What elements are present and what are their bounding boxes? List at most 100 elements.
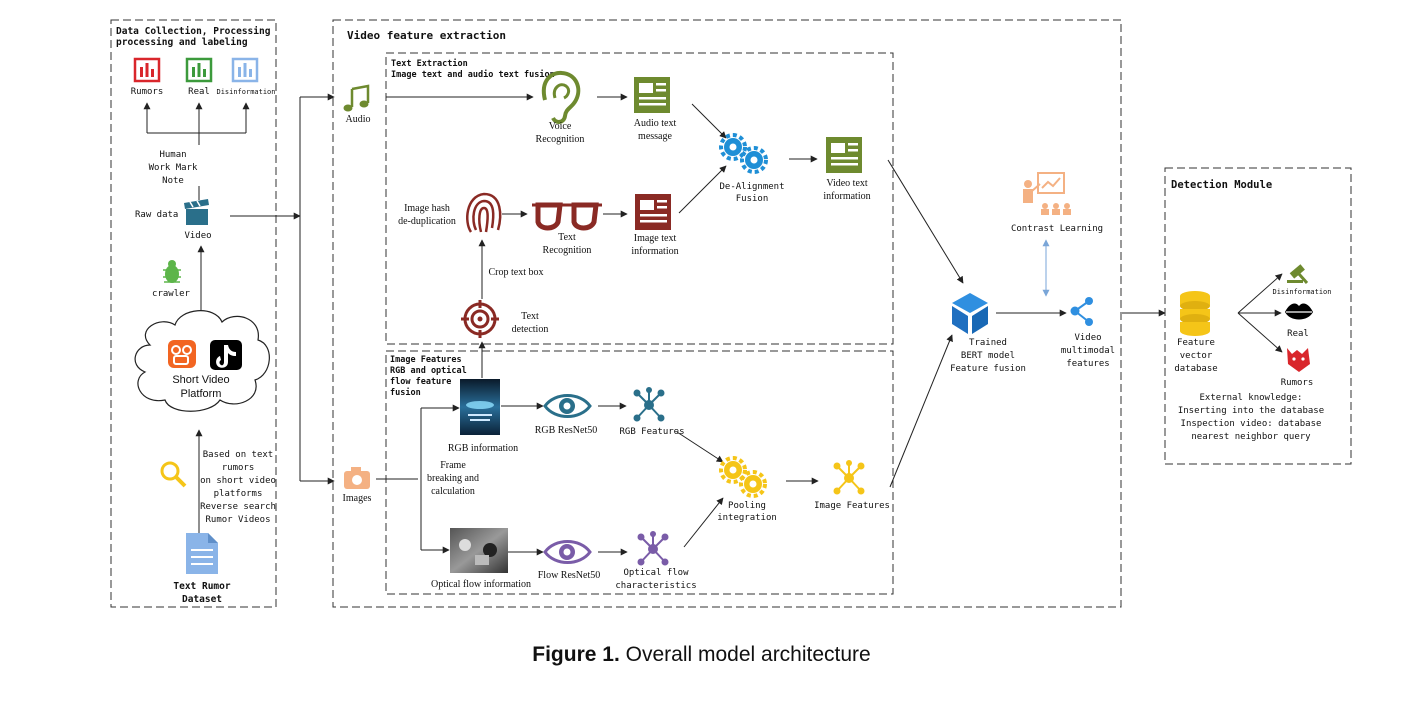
voice-recognition-1: Voice bbox=[549, 121, 572, 132]
rgb-features-network-icon bbox=[633, 387, 665, 422]
data-collection-title-1: Data Collection, Processing bbox=[116, 26, 271, 37]
bert-label-3: Feature fusion bbox=[950, 364, 1026, 374]
audiotext-to-fusion-arrow bbox=[691, 103, 727, 139]
platform-label-2: Platform bbox=[181, 388, 222, 400]
rumors-label: Rumors bbox=[131, 87, 164, 97]
share-nodes-icon bbox=[1070, 297, 1093, 326]
data-collection-box bbox=[110, 19, 277, 608]
rgbfeat-to-pooling-arrow bbox=[676, 431, 724, 463]
optical-flow-char-1: Optical flow bbox=[623, 568, 689, 578]
text-extraction-box bbox=[385, 52, 894, 345]
contrast-learning-label: Contrast Learning bbox=[1011, 224, 1103, 234]
de-alignment-2: Fusion bbox=[736, 194, 769, 204]
video-clapper-icon bbox=[184, 199, 209, 225]
search-desc-2: rumors bbox=[222, 463, 255, 473]
audio-text-newspaper-icon bbox=[634, 77, 670, 113]
target-crosshair-icon bbox=[461, 300, 499, 338]
text-extraction-title-1: Text Extraction bbox=[391, 58, 468, 69]
raw-data-label: Raw data bbox=[135, 210, 178, 220]
crawler-bug-icon bbox=[163, 260, 181, 283]
multimodal-label-2: multimodal bbox=[1061, 346, 1115, 356]
optical-flow-info: Optical flow information bbox=[431, 579, 531, 590]
external-1: External knowledge: bbox=[1200, 393, 1303, 403]
search-desc-1: Based on text bbox=[203, 450, 273, 460]
flowchar-to-pooling-arrow bbox=[683, 497, 724, 548]
search-desc-3: on short video bbox=[200, 476, 276, 486]
de-alignment-1: De-Alignment bbox=[719, 182, 784, 192]
bert-label-1: Trained bbox=[969, 338, 1007, 348]
feature-db-3: database bbox=[1174, 364, 1217, 374]
teacher-presentation-icon bbox=[1023, 172, 1071, 215]
gavel-icon bbox=[1287, 264, 1309, 284]
glasses-icon bbox=[532, 202, 602, 231]
image-features-title-4: fusion bbox=[390, 387, 421, 398]
human-work-1: Human bbox=[159, 150, 186, 160]
human-work-2: Work Mark bbox=[149, 163, 198, 173]
dataset-label-1: Text Rumor bbox=[173, 581, 230, 592]
videotext-to-bert-arrow bbox=[887, 159, 964, 284]
video-label: Video bbox=[184, 231, 211, 241]
multimodal-label-1: Video bbox=[1074, 333, 1101, 343]
text-detection-2: detection bbox=[512, 324, 549, 335]
kuaishou-logo-icon bbox=[168, 340, 196, 368]
image-text-info-1: Image text bbox=[634, 233, 677, 244]
rgb-frame-thumbnail bbox=[460, 379, 500, 435]
multimodal-label-3: features bbox=[1066, 359, 1109, 369]
audio-text-message-1: Audio text bbox=[634, 118, 677, 129]
flow-eye-icon bbox=[543, 540, 592, 564]
db-to-rumors-arrow bbox=[1237, 312, 1283, 353]
rumors-chart-icon bbox=[133, 57, 161, 83]
external-3: Inspection video: database bbox=[1181, 419, 1322, 429]
optical-flow-char-2: characteristics bbox=[615, 581, 696, 591]
text-recognition-2: Recognition bbox=[543, 245, 592, 256]
platform-label-1: Short Video bbox=[172, 374, 229, 386]
output-rumors: Rumors bbox=[1281, 378, 1314, 388]
external-4: nearest neighbor query bbox=[1191, 432, 1311, 442]
video-feature-title: Video feature extraction bbox=[347, 29, 506, 42]
crawler-label: crawler bbox=[152, 289, 191, 299]
image-text-newspaper-icon bbox=[635, 194, 671, 230]
optical-flow-thumbnail bbox=[450, 528, 508, 573]
rgb-features: RGB Features bbox=[619, 427, 684, 437]
document-icon bbox=[186, 533, 218, 574]
external-2: Inserting into the database bbox=[1178, 406, 1324, 416]
output-disinformation: Disinformation bbox=[1272, 288, 1331, 296]
image-features-box bbox=[385, 350, 894, 595]
image-features-title-1: Image Features bbox=[390, 355, 462, 365]
figure-caption: Figure 1. Overall model architecture bbox=[0, 643, 1403, 667]
de-alignment-gears-icon bbox=[719, 133, 768, 174]
rumor-devil-icon bbox=[1287, 348, 1310, 372]
image-features-title-3: flow feature bbox=[390, 377, 451, 387]
image-hash-2: de-duplication bbox=[398, 216, 456, 227]
image-features-out: Image Features bbox=[814, 501, 890, 511]
rgb-eye-icon bbox=[543, 394, 592, 418]
rgb-information: RGB information bbox=[448, 443, 518, 454]
feature-db-1: Feature bbox=[1177, 338, 1215, 348]
search-desc-4: platforms bbox=[214, 489, 263, 499]
video-feature-box bbox=[332, 19, 1122, 608]
ear-icon bbox=[541, 70, 581, 124]
frame-breaking-3: calculation bbox=[431, 486, 475, 497]
crop-text-box: Crop text box bbox=[489, 267, 544, 278]
images-label: Images bbox=[343, 493, 372, 504]
camera-icon bbox=[344, 467, 370, 489]
pooling-gears-icon bbox=[719, 456, 767, 498]
dataset-label-2: Dataset bbox=[182, 594, 222, 605]
video-text-info-2: information bbox=[823, 191, 870, 202]
output-real: Real bbox=[1287, 329, 1309, 339]
caption-text: Overall model architecture bbox=[619, 643, 871, 666]
bert-cube-icon bbox=[952, 293, 988, 334]
text-extraction-title-2: Image text and audio text fusion bbox=[391, 69, 555, 80]
search-desc-6: Rumor Videos bbox=[205, 515, 270, 525]
fingerprint-icon bbox=[466, 192, 502, 233]
flow-features-network-icon bbox=[637, 531, 669, 566]
image-hash-1: Image hash bbox=[404, 203, 450, 214]
platform-cloud bbox=[134, 310, 270, 412]
video-text-newspaper-icon bbox=[826, 137, 862, 173]
frame-breaking-1: Frame bbox=[440, 460, 466, 471]
image-features-network-icon bbox=[833, 460, 865, 495]
rgb-resnet: RGB ResNet50 bbox=[535, 425, 598, 436]
db-to-disinfo-arrow bbox=[1237, 273, 1283, 314]
disinformation-label: Disinformation bbox=[216, 88, 275, 96]
